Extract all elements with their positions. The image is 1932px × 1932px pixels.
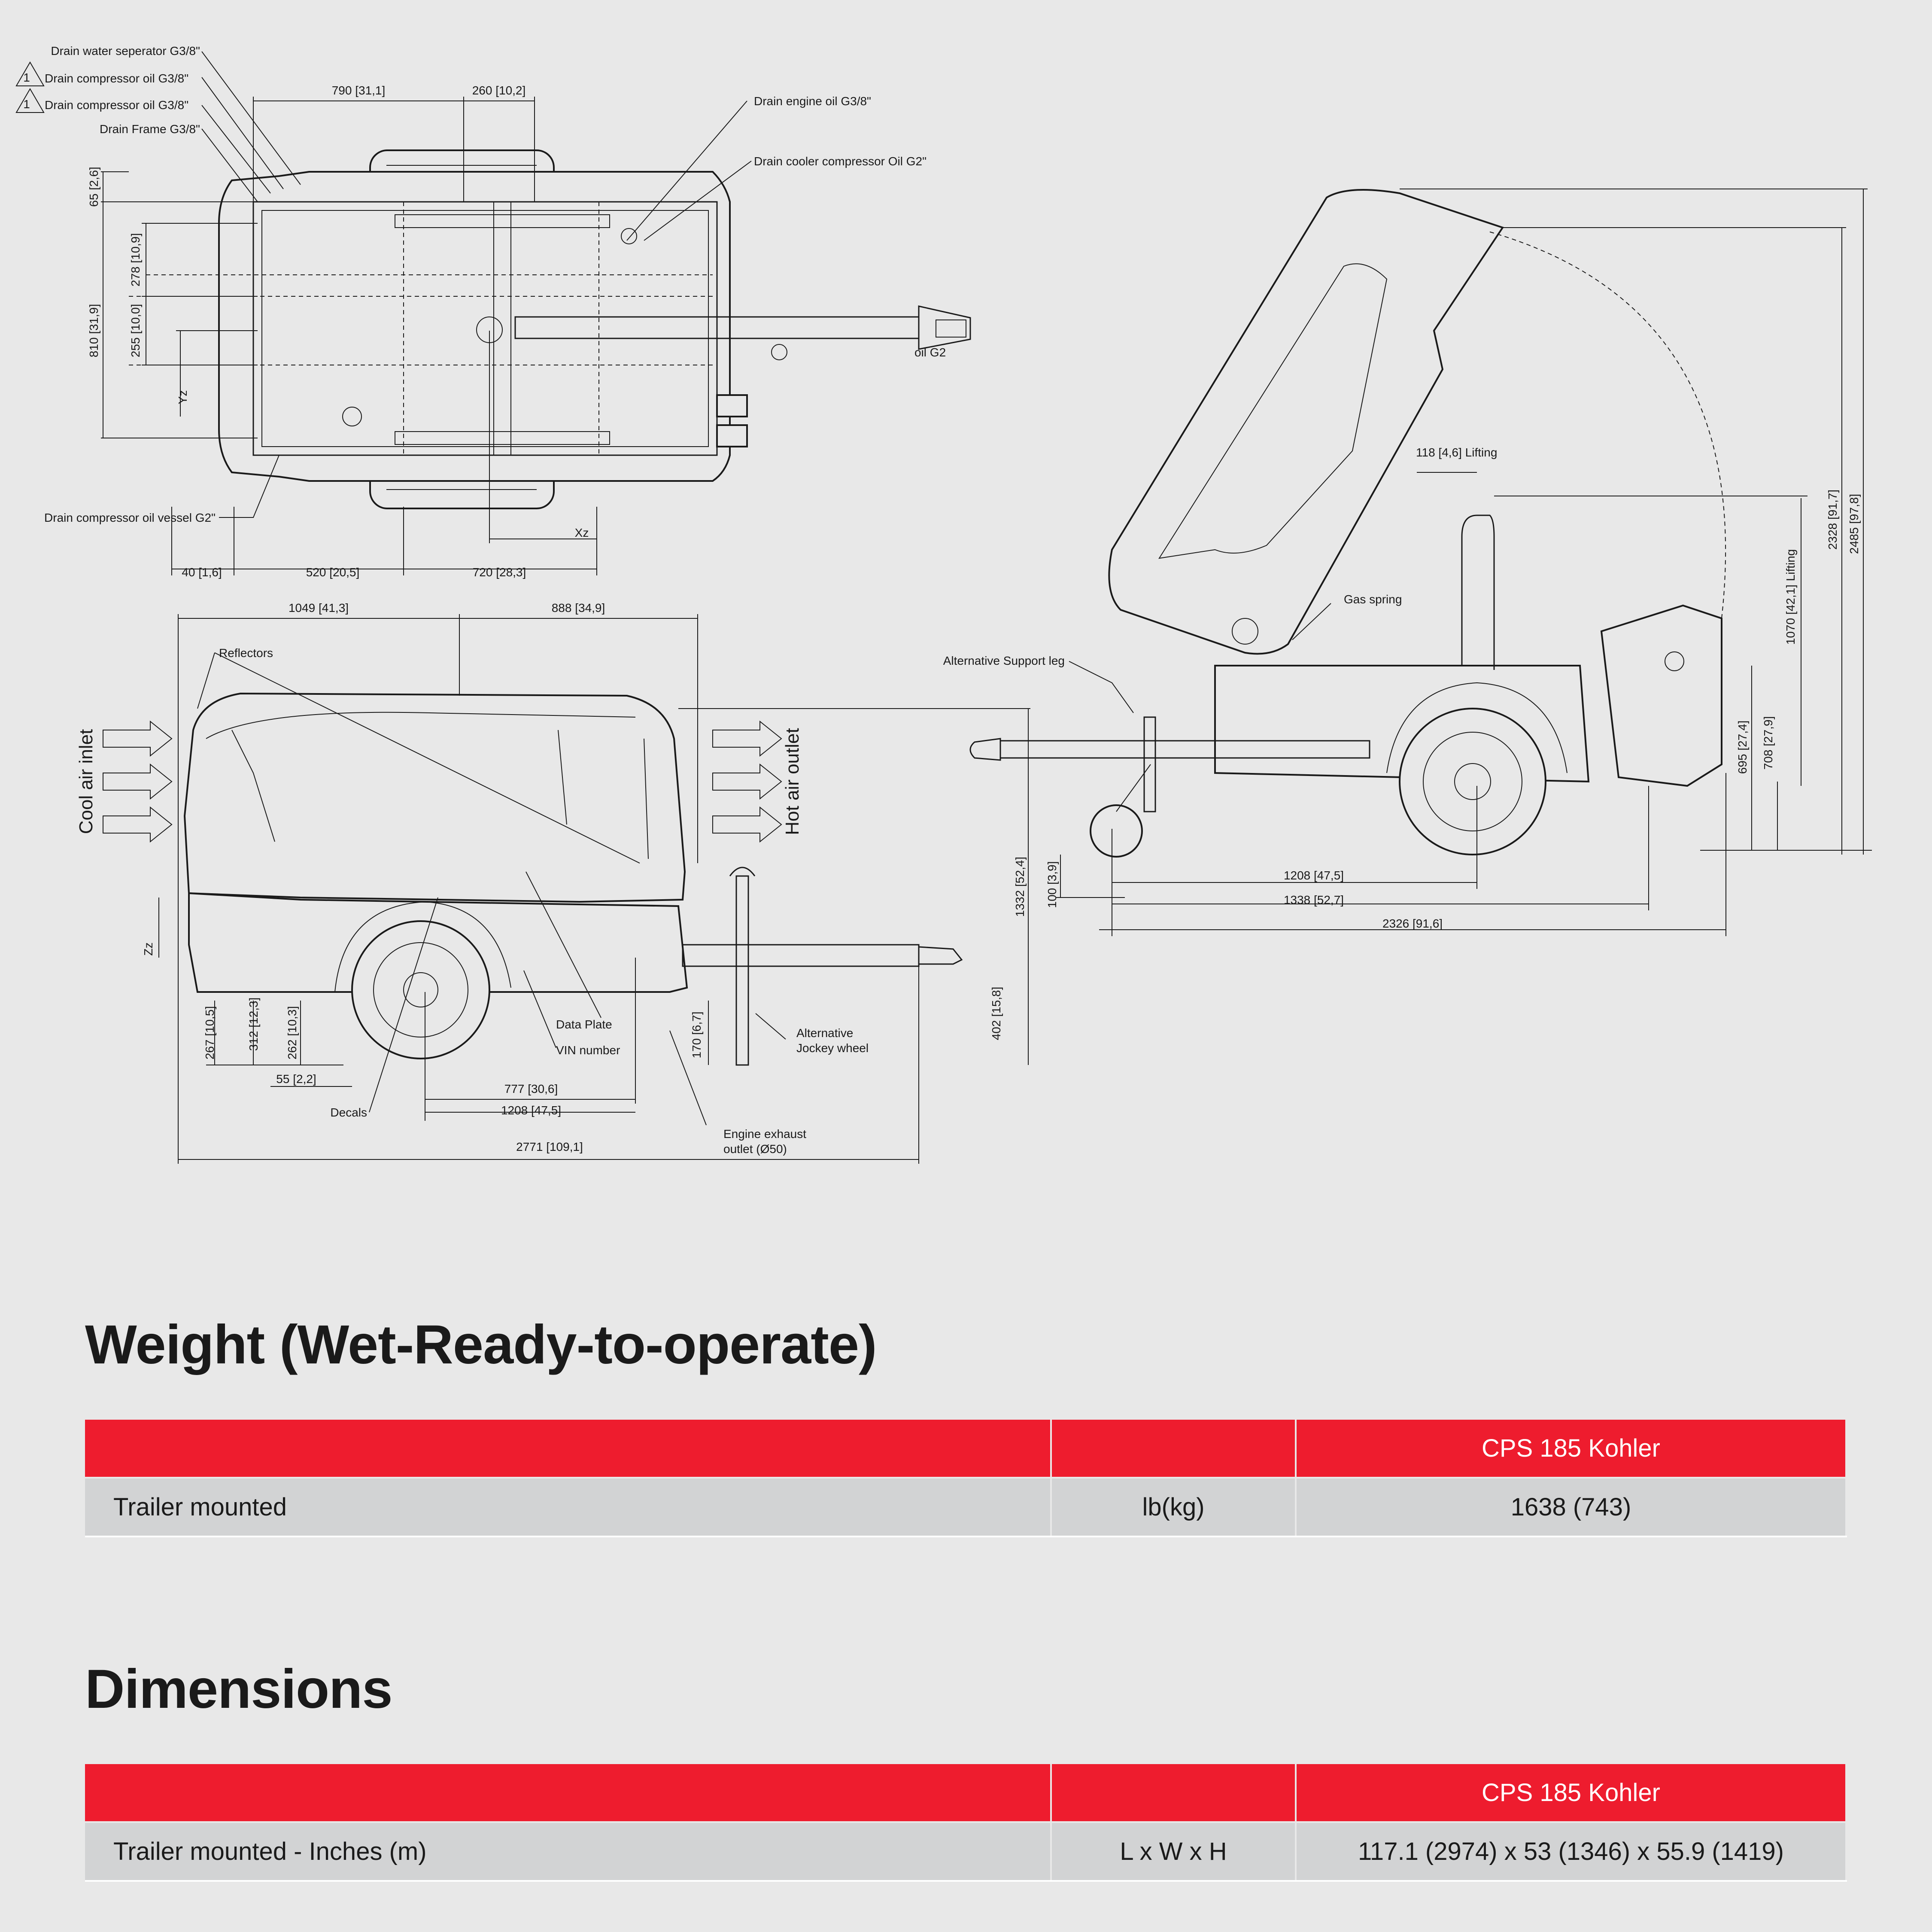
- callout-drain-compressor-oil-1: Drain compressor oil G3/8": [45, 72, 188, 85]
- dim-1338: 1338 [52,7]: [1284, 893, 1344, 907]
- weight-header-row: CPS 185 Kohler: [85, 1420, 1847, 1478]
- dim-2328: 2328 [91,7]: [1826, 490, 1839, 550]
- weight-row-label: Trailer mounted: [85, 1477, 1052, 1537]
- dim-zz: Zz: [142, 942, 155, 955]
- dim-810: 810 [31,9]: [87, 304, 100, 358]
- dim-40: 40 [1,6]: [182, 566, 222, 579]
- dim-790: 790 [31,1]: [332, 84, 386, 97]
- callout-drain-compressor-oil-2: Drain compressor oil G3/8": [45, 98, 188, 112]
- dim-65: 65 [2,6]: [87, 167, 100, 207]
- dim-xz: Xz: [575, 526, 589, 539]
- top-view: [15, 51, 971, 575]
- callout-vin-number: VIN number: [556, 1044, 620, 1057]
- callout-engine-exhaust-1: Engine exhaust: [723, 1127, 806, 1141]
- callout-drain-cooler: Drain cooler compressor Oil G2": [754, 155, 927, 168]
- callout-hot-air-outlet: Hot air outlet: [782, 728, 803, 835]
- dim-1070-lifting: 1070 [42,1] Lifting: [1784, 549, 1797, 645]
- dim-267: 267 [10,5]: [203, 1006, 216, 1060]
- dimensions-table: CPS 185 Kohler Trailer mounted - Inches …: [85, 1764, 1847, 1882]
- dimensions-header-row: CPS 185 Kohler: [85, 1764, 1847, 1822]
- dim-100: 100 [3,9]: [1045, 861, 1059, 908]
- weight-heading: Weight (Wet-Ready-to-operate): [85, 1314, 877, 1375]
- open-view: [969, 189, 1872, 936]
- callout-drain-water-separator: Drain water seperator G3/8": [51, 44, 200, 58]
- dimensions-heading: Dimensions: [85, 1658, 392, 1720]
- table-row: Trailer mounted - Inches (m) L x W x H 1…: [85, 1821, 1847, 1882]
- dim-720: 720 [28,3]: [473, 566, 526, 579]
- dim-170: 170 [6,7]: [690, 1012, 703, 1059]
- weight-row-unit: lb(kg): [1051, 1477, 1297, 1537]
- weight-table: CPS 185 Kohler Trailer mounted lb(kg) 16…: [85, 1420, 1847, 1537]
- dim-695: 695 [27,4]: [1736, 721, 1749, 774]
- callout-engine-exhaust-2: outlet (Ø50): [723, 1142, 787, 1156]
- dim-1049: 1049 [41,3]: [289, 601, 349, 615]
- dim-2485: 2485 [97,8]: [1847, 494, 1861, 554]
- dim-1208-open: 1208 [47,5]: [1284, 869, 1344, 882]
- weight-header-col2: [1051, 1420, 1297, 1478]
- dim-260: 260 [10,2]: [472, 84, 526, 97]
- callout-support-leg: Alternative Support leg: [943, 654, 1065, 667]
- dimensions-header-col2: [1051, 1764, 1297, 1822]
- dim-55: 55 [2,2]: [276, 1072, 316, 1086]
- callout-cool-air-inlet: Cool air inlet: [76, 729, 97, 834]
- callout-drain-engine-oil: Drain engine oil G3/8": [754, 94, 871, 108]
- dim-2771: 2771 [109,1]: [516, 1140, 583, 1153]
- dim-402: 402 [15,8]: [990, 987, 1003, 1041]
- dim-312: 312 [12,3]: [247, 998, 260, 1051]
- dimensions-row-value: 117.1 (2974) x 53 (1346) x 55.9 (1419): [1296, 1821, 1847, 1882]
- dim-255: 255 [10,0]: [129, 304, 142, 358]
- callout-lifting: 118 [4,6] Lifting: [1416, 446, 1497, 459]
- table-row: Trailer mounted lb(kg) 1638 (743): [85, 1477, 1847, 1537]
- callout-jockey-wheel-1: Alternative: [796, 1026, 853, 1040]
- callout-jockey-wheel-2: Jockey wheel: [796, 1041, 869, 1055]
- dim-777: 777 [30,6]: [504, 1082, 558, 1095]
- warning-number-2: 1: [23, 97, 30, 111]
- dim-708: 708 [27,9]: [1762, 716, 1775, 770]
- weight-header-model: CPS 185 Kohler: [1296, 1420, 1847, 1478]
- dim-520: 520 [20,5]: [306, 566, 360, 579]
- callout-drain-frame: Drain Frame G3/8": [100, 122, 200, 136]
- technical-drawing: Drain water seperator G3/8" Drain compre…: [15, 44, 1872, 1164]
- dim-278: 278 [10,9]: [129, 233, 142, 287]
- weight-header-col1: [85, 1420, 1052, 1478]
- dim-262: 262 [10,3]: [286, 1006, 299, 1060]
- dim-888: 888 [34,9]: [552, 601, 605, 615]
- dim-1332: 1332 [52,4]: [1013, 857, 1027, 917]
- dimensions-row-label: Trailer mounted - Inches (m): [85, 1821, 1052, 1882]
- weight-row-value: 1638 (743): [1296, 1477, 1847, 1537]
- callout-drain-oil-vessel: Drain compressor oil vessel G2": [44, 511, 216, 524]
- callout-data-plate: Data Plate: [556, 1018, 612, 1031]
- callout-reflectors: Reflectors: [219, 646, 273, 660]
- dim-yz: Yz: [176, 390, 189, 405]
- dimensions-header-model: CPS 185 Kohler: [1296, 1764, 1847, 1822]
- warning-number-1: 1: [23, 71, 30, 84]
- dimensions-header-col1: [85, 1764, 1052, 1822]
- dimensions-row-unit: L x W x H: [1051, 1821, 1297, 1882]
- dim-1208-side: 1208 [47,5]: [501, 1104, 561, 1117]
- side-view: [103, 614, 1030, 1164]
- callout-gas-spring: Gas spring: [1344, 593, 1402, 606]
- callout-decals: Decals: [330, 1106, 367, 1119]
- dim-2326: 2326 [91,6]: [1382, 917, 1443, 930]
- callout-cut-label: oil G2: [914, 346, 946, 359]
